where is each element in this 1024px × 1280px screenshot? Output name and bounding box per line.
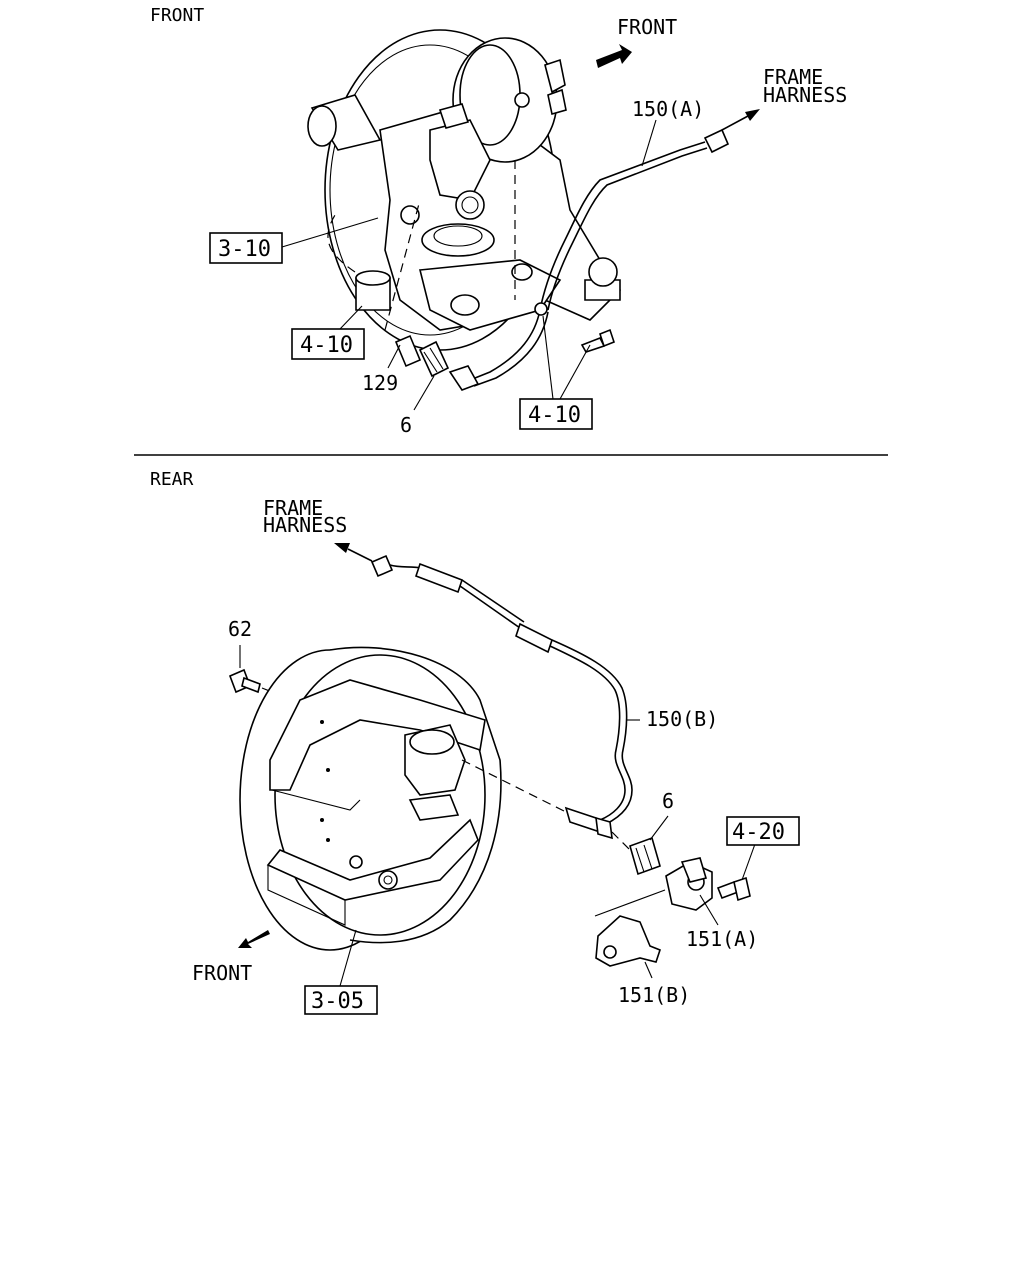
rear-direction-label: FRONT	[192, 961, 252, 985]
leader-4-10-bottom-b	[559, 344, 591, 400]
front-ref-box-4-10-bottom	[519, 398, 593, 430]
leader-6-rear	[649, 815, 669, 841]
leader-3-05	[339, 929, 357, 987]
rear-dashed-guide-6	[611, 831, 631, 851]
rear-ref-4-20: 4-20	[732, 820, 785, 845]
front-part-129: 129	[362, 371, 398, 395]
rear-bolt-62	[228, 668, 261, 694]
rear-part-6-bushing	[629, 836, 661, 876]
front-dashed-guide-1	[384, 199, 421, 331]
rear-leader-151b-guide	[594, 889, 666, 917]
rear-bracket-151b	[595, 915, 661, 967]
front-clip-bolt	[580, 328, 615, 353]
rear-sensor-cable-150b	[370, 554, 633, 840]
rear-bolt-4-20	[716, 876, 751, 902]
rear-ref-box-3-05	[304, 985, 378, 1015]
front-part-6: 6	[400, 413, 412, 437]
front-harness-label-line2: HARNESS	[763, 83, 847, 107]
front-section-label: FRONT	[150, 5, 204, 26]
rear-part-150b: 150(B)	[646, 707, 718, 731]
leader-3-10	[281, 217, 379, 248]
rear-harness-arrow-icon	[334, 543, 373, 562]
front-direction-arrow-icon	[596, 44, 632, 68]
front-part-6-bushing	[418, 340, 450, 378]
leader-4-10-left	[339, 305, 363, 330]
rear-part-151b: 151(B)	[618, 983, 690, 1007]
front-sensor-cable-150a	[448, 128, 730, 391]
front-ref-box-3-10	[209, 232, 283, 264]
rear-ref-box-4-20	[726, 816, 800, 846]
front-harness-arrow-icon	[721, 109, 760, 131]
leader-4-20	[741, 843, 756, 881]
leader-151b	[644, 961, 653, 979]
front-ref-box-4-10-left	[291, 328, 365, 360]
rear-bracket-151a	[665, 857, 713, 911]
rear-ref-3-05: 3-05	[311, 989, 364, 1014]
leader-150a	[641, 119, 657, 167]
front-part-150a: 150(A)	[632, 97, 704, 121]
leader-151a	[699, 894, 719, 926]
front-ref-4-10-bottom: 4-10	[528, 403, 581, 428]
rear-harness-label-line1: FRAME	[263, 496, 323, 520]
leader-129	[387, 344, 401, 369]
front-knuckle-assembly	[307, 29, 622, 351]
front-part-129-sleeve	[394, 334, 422, 368]
rear-direction-arrow-icon	[238, 930, 270, 948]
front-ref-4-10-left: 4-10	[300, 333, 353, 358]
leader-4-10-bottom-a	[542, 315, 554, 400]
rear-section-label: REAR	[150, 469, 194, 490]
rear-harness-label-line2: HARNESS	[263, 513, 347, 537]
rear-brake-assembly	[239, 646, 502, 951]
leader-6-front	[413, 375, 435, 411]
rear-dashed-guide-sensor	[461, 759, 567, 813]
rear-part-151a: 151(A)	[686, 927, 758, 951]
rear-part-6: 6	[662, 789, 674, 813]
front-ref-3-10: 3-10	[218, 237, 271, 262]
rear-part-62: 62	[228, 617, 252, 641]
front-direction-label: FRONT	[617, 15, 677, 39]
front-harness-label-line1: FRAME	[763, 65, 823, 89]
